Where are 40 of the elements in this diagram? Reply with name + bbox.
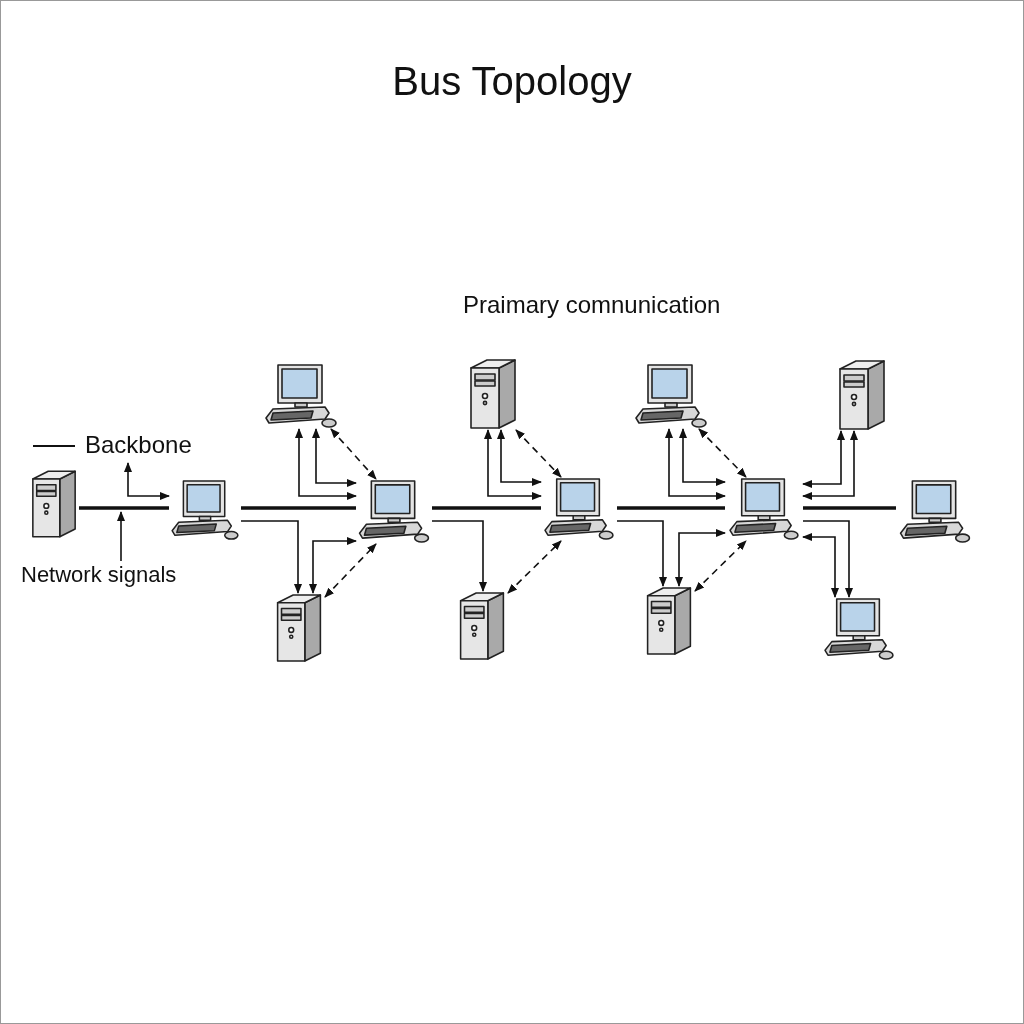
arrow (665, 428, 726, 500)
arrow (675, 529, 726, 587)
legend-label: Backbone (85, 431, 192, 459)
tower-computer-icon (836, 359, 888, 431)
tower-computer-icon (29, 469, 79, 539)
arrow (802, 520, 853, 598)
pointer-arrow (124, 462, 170, 500)
tower-computer-icon (467, 358, 519, 430)
dashed-arrow (507, 540, 562, 594)
arrow (309, 537, 357, 594)
node-text: Network signals (21, 561, 211, 589)
dashed-arrow (694, 540, 747, 592)
dashed-arrow (515, 429, 562, 478)
bus-cable-line (432, 506, 541, 510)
arrow (802, 430, 858, 500)
arrow (312, 428, 357, 487)
desktop-computer-icon (633, 363, 709, 429)
arrow (431, 520, 487, 592)
desktop-computer-icon (169, 479, 241, 541)
bus-cable-line (803, 506, 896, 510)
diagram-title: Bus Topology (391, 59, 633, 104)
bus-cable-line (617, 506, 725, 510)
desktop-computer-icon (356, 479, 432, 544)
annotation-text: Praimary comnunication (463, 291, 721, 319)
arrow (240, 520, 302, 594)
dashed-arrow (324, 543, 377, 598)
arrow (679, 428, 726, 486)
arrow (802, 430, 845, 488)
bus-cable-line (241, 506, 356, 510)
bus-cable-line (79, 506, 169, 510)
dashed-arrow (330, 428, 377, 480)
desktop-computer-icon (541, 477, 617, 541)
arrow (295, 428, 357, 500)
arrow (616, 520, 667, 587)
arrow (484, 429, 542, 500)
desktop-computer-icon (263, 363, 339, 429)
arrow (497, 429, 542, 486)
pointer-arrow (117, 511, 125, 562)
arrow (802, 533, 839, 598)
dashed-arrow (698, 428, 747, 478)
